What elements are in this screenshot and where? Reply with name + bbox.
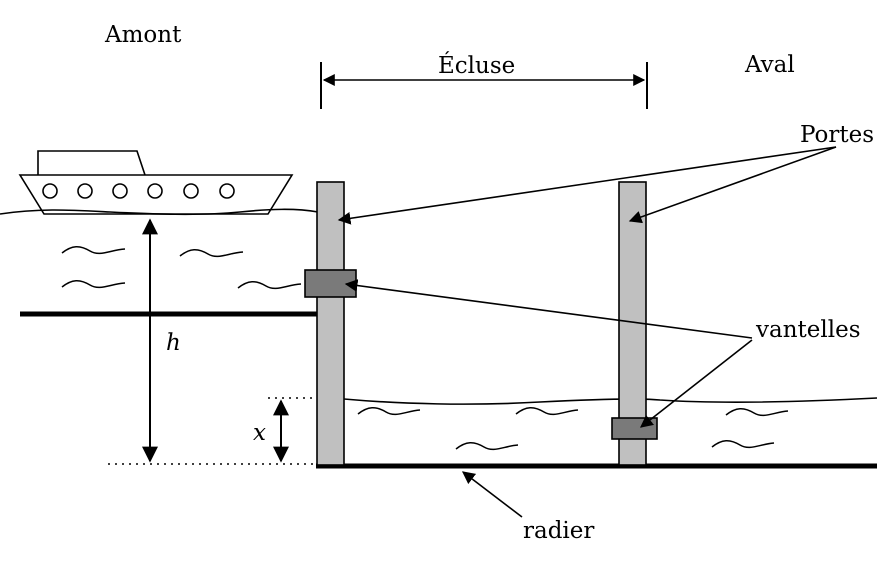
gates-leader-downstream (628, 146, 837, 224)
level-label: x (253, 420, 266, 446)
floor-label: radier (523, 518, 594, 544)
boat-icon (18, 150, 294, 215)
lock-label: Écluse (438, 52, 515, 79)
upstream-gate (316, 181, 345, 466)
upstream-label: Amont (104, 22, 182, 48)
water-ripple-icon (357, 407, 789, 451)
valves-leader-upstream (344, 279, 753, 339)
height-label: h (166, 330, 181, 356)
lock-length-dimension (320, 62, 648, 109)
water-ripple-icon (61, 246, 302, 290)
downstream-valve (611, 417, 658, 440)
valves-label: vantelles (755, 317, 861, 343)
valves-leader-downstream (639, 339, 753, 428)
downstream-label: Aval (744, 52, 795, 78)
floor-leader (461, 471, 523, 518)
lock-water-surface (343, 397, 878, 405)
gates-label: Portes (800, 122, 874, 148)
upstream-valve (304, 269, 357, 298)
gates-leader-upstream (337, 146, 837, 225)
